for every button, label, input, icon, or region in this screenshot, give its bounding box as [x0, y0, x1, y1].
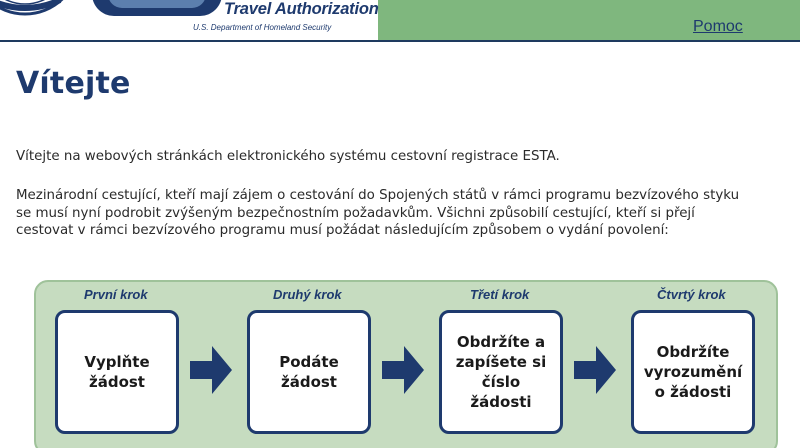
dhs-seal-icon: [0, 0, 64, 16]
page-title: Vítejte: [16, 66, 131, 101]
step-1-box: Vyplňte žádost: [55, 310, 179, 434]
arrow-right-icon: [574, 346, 616, 394]
arrow-right-icon: [382, 346, 424, 394]
step-4-box: Obdržíte vyrozumění o žádosti: [631, 310, 755, 434]
step-2-label: Druhý krok: [273, 287, 342, 302]
step-3-label: Třetí krok: [470, 287, 530, 302]
step-1-label: První krok: [84, 287, 148, 302]
step-1-text: Vyplňte žádost: [84, 353, 150, 391]
step-3-box: Obdržíte a zapíšete si číslo žádosti: [439, 310, 563, 434]
step-4-text: Obdržíte vyrozumění o žádosti: [643, 343, 743, 401]
arrow-right-icon: [190, 346, 232, 394]
intro-paragraph: Mezinárodní cestující, kteří mají zájem …: [16, 188, 740, 238]
header-divider: [0, 40, 800, 42]
brand-subtitle: U.S. Department of Homeland Security: [193, 23, 332, 32]
esta-logo-arc-inner: [108, 0, 206, 8]
step-3-text: Obdržíte a zapíšete si číslo žádosti: [455, 333, 547, 411]
step-2-box: Podáte žádost: [247, 310, 371, 434]
header-bar: [0, 0, 800, 42]
welcome-paragraph: Vítejte na webových stránkách elektronic…: [16, 149, 560, 164]
header-green-band: [378, 0, 800, 42]
step-4-label: Čtvrtý krok: [657, 287, 726, 302]
brand-subtitle-bar: [190, 22, 368, 35]
brand-title: Travel Authorization: [224, 0, 379, 18]
help-link[interactable]: Pomoc: [693, 18, 743, 35]
step-2-text: Podáte žádost: [279, 353, 339, 391]
